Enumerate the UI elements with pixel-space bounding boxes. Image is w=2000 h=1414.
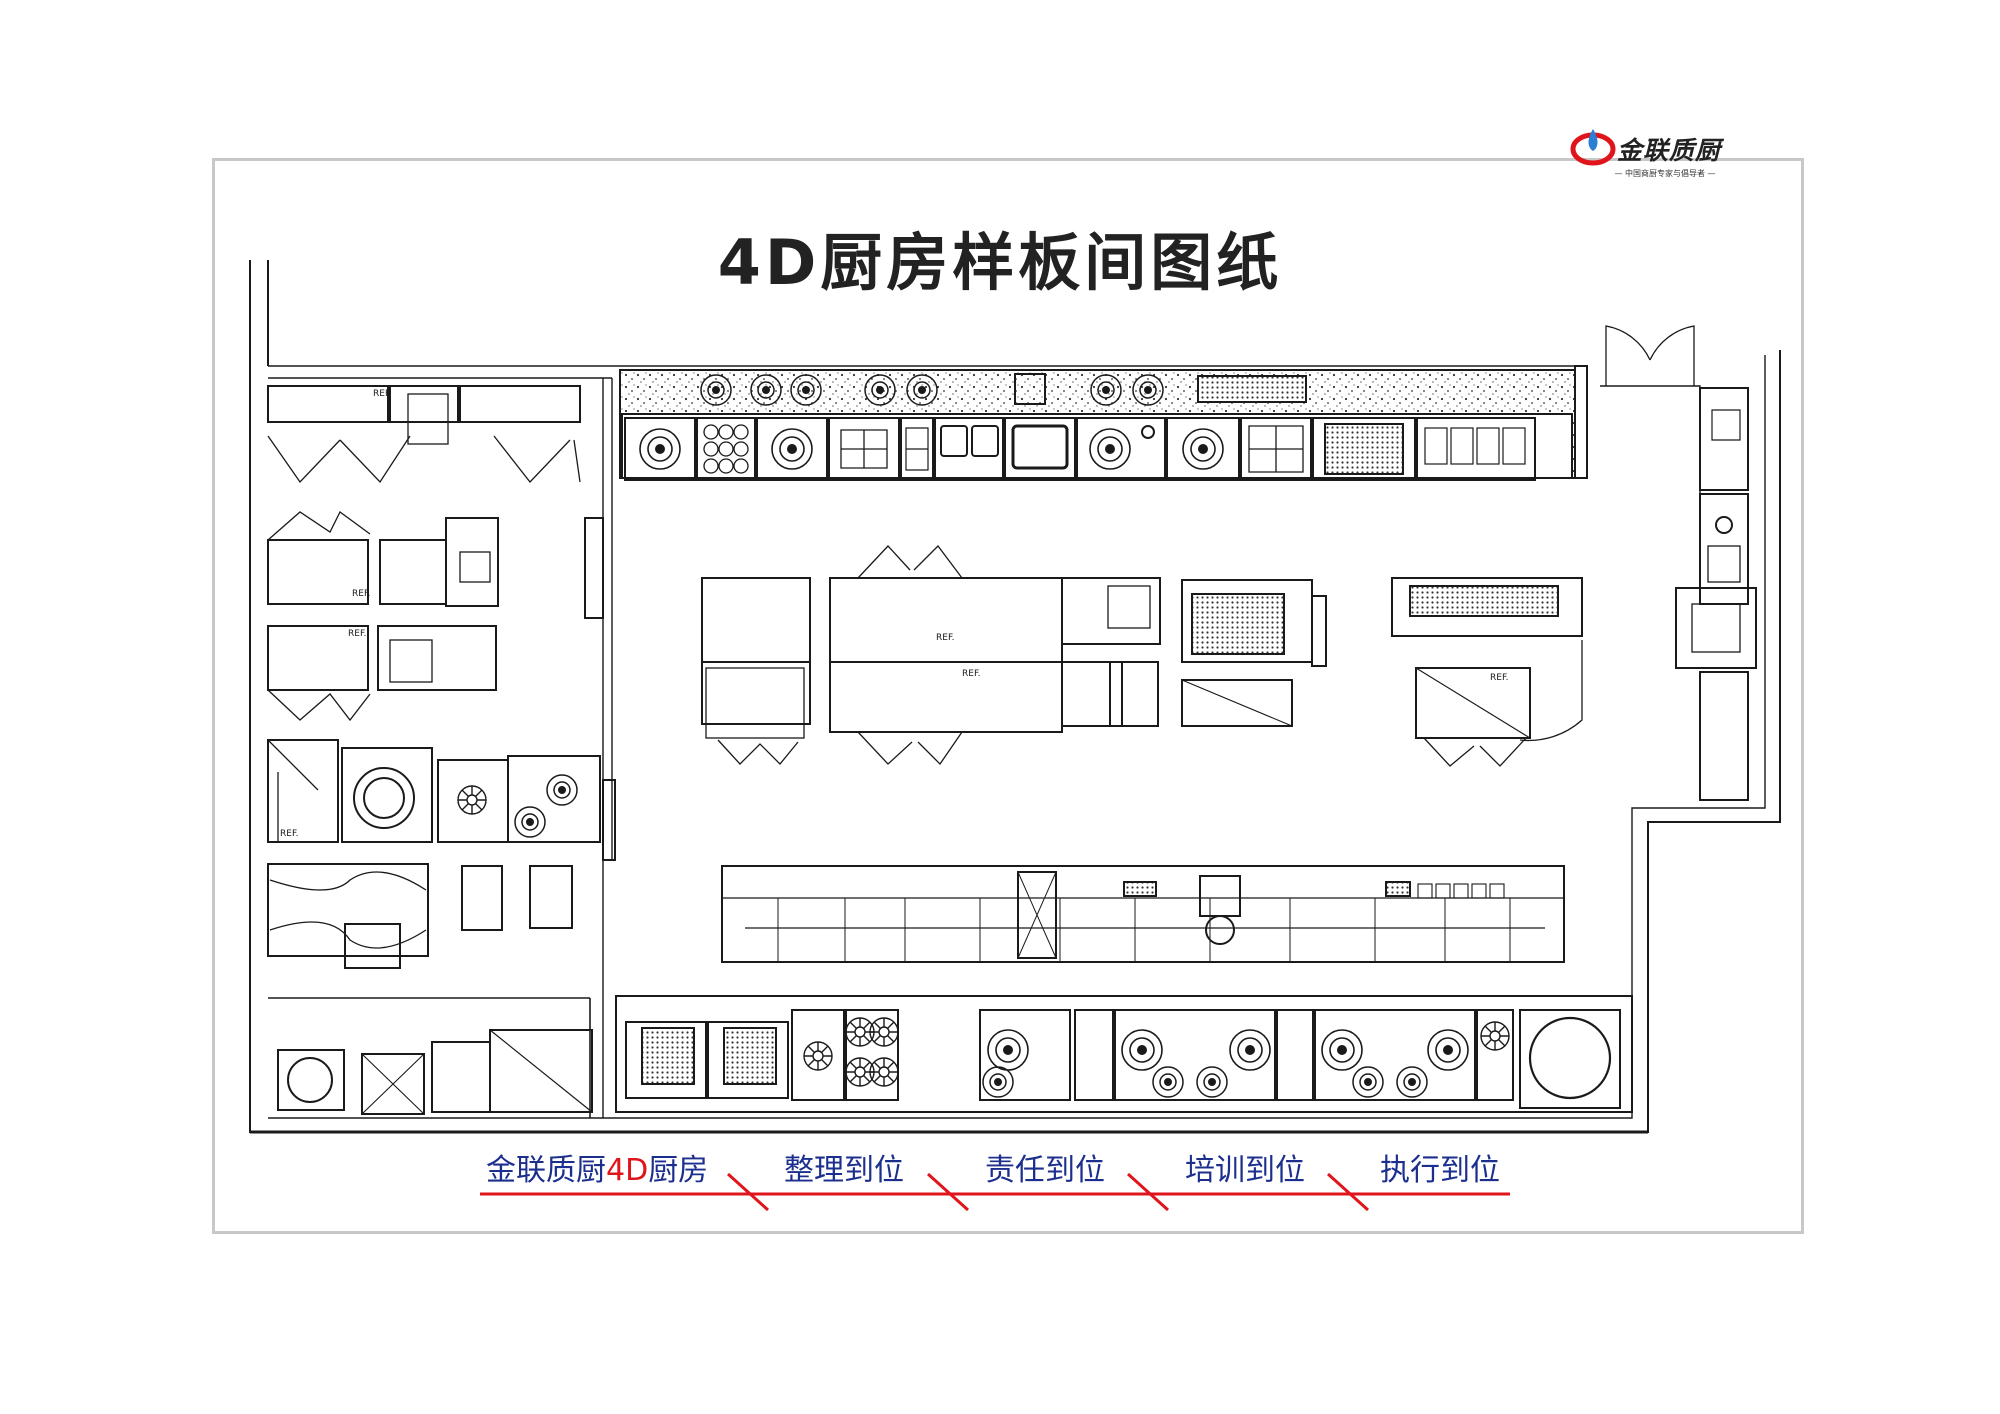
slogan-item-2: 责任到位 [985,1153,1105,1188]
slogan-divider-2 [926,1172,970,1212]
ref-label-3: REF. [348,629,367,639]
ref-label-1: REF. [373,389,392,399]
poster-frame [212,158,1804,1234]
ref-label-7: REF. [1490,673,1509,683]
slogan-item-1: 整理到位 [784,1153,904,1188]
ref-label-4: REF. [280,829,299,839]
logo-slogan: — 中国商厨专家与倡导者 — [1614,169,1716,178]
logo-mark-icon [1570,129,1616,166]
ref-label-2: REF. [352,589,371,599]
ref-label-5: REF. [936,633,955,643]
poster-title: 4D厨房样板间图纸 [717,226,1283,299]
slogan-divider-3 [1126,1172,1170,1212]
ref-label-6: REF. [962,669,981,679]
slogan-divider-1 [726,1172,770,1212]
logo-name: 金联质厨 [1617,136,1722,165]
slogan-divider-4 [1326,1172,1370,1212]
slogan-item-3: 培训到位 [1185,1153,1305,1188]
brand-logo: 金联质厨 — 中国商厨专家与倡导者 — [1565,125,1765,185]
slogan-item-4: 执行到位 [1380,1153,1500,1188]
slogan-brand: 金联质厨4D厨房 [486,1153,709,1188]
slogan-row: 金联质厨4D厨房 整理到位 责任到位 培训到位 执行到位 [470,1145,1520,1205]
